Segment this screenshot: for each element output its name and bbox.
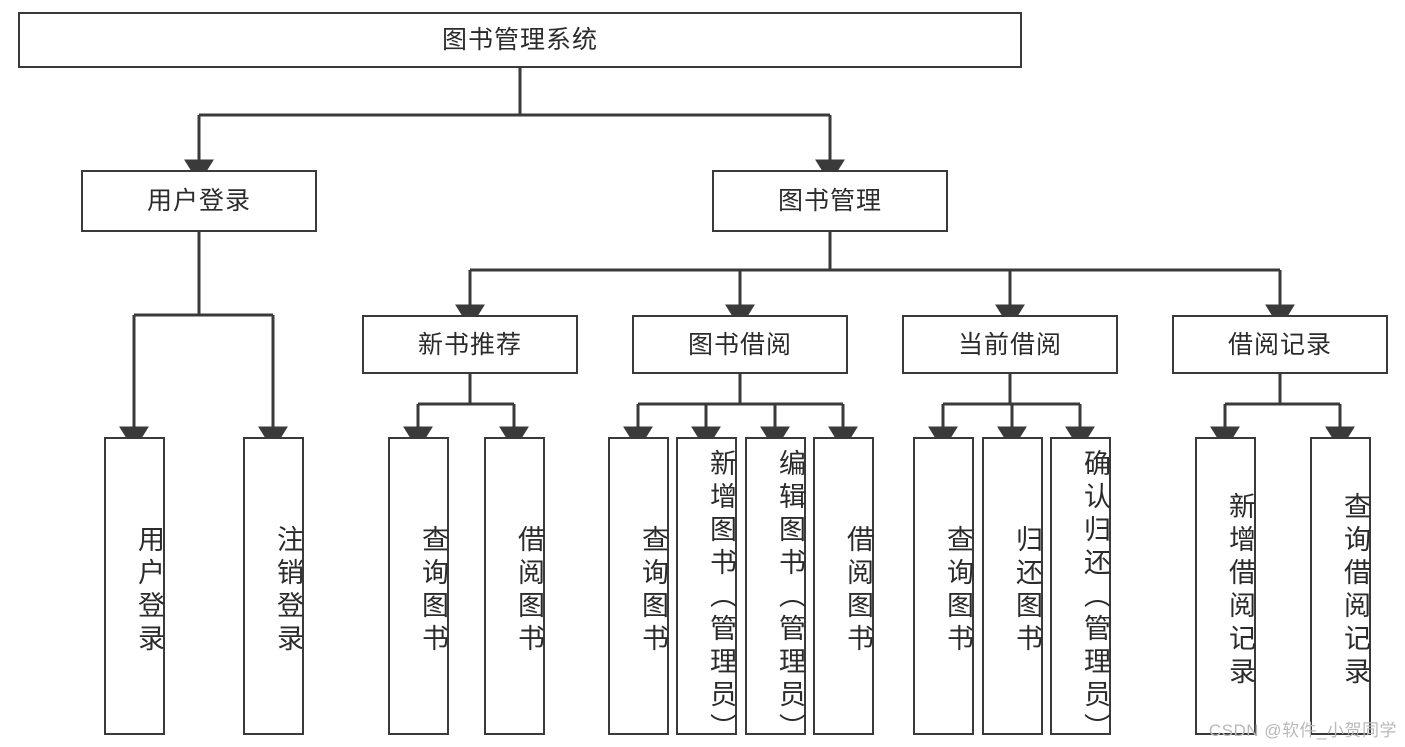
node-leaf-edit-book-admin[interactable]: 编辑图书（管理员）	[745, 437, 806, 746]
node-user-login[interactable]: 用户登录	[81, 170, 317, 232]
node-label: 新增图书（管理员）	[706, 449, 736, 746]
node-label: 图书管理系统	[441, 26, 598, 54]
node-label: 图书借阅	[687, 330, 792, 359]
node-leaf-add-book-admin[interactable]: 新增图书（管理员）	[676, 437, 737, 746]
node-root-book-management-system[interactable]: 图书管理系统	[18, 12, 1022, 68]
node-label: 归还图书	[1012, 525, 1042, 657]
node-label: 注销登录	[273, 525, 303, 657]
node-label: 图书管理	[777, 187, 882, 215]
node-label: 查询图书	[418, 525, 448, 657]
node-leaf-borrow-book[interactable]: 借阅图书	[813, 437, 874, 735]
node-label: 借阅图书	[843, 525, 873, 657]
node-new-book-recommend[interactable]: 新书推荐	[362, 315, 578, 374]
node-label: 新增借阅记录	[1225, 492, 1255, 690]
node-leaf-query-book-borrow[interactable]: 查询图书	[608, 437, 669, 735]
node-leaf-logout[interactable]: 注销登录	[243, 437, 304, 735]
watermark-text: CSDN @软件_小贺同学	[1208, 721, 1397, 740]
node-label: 用户登录	[146, 187, 251, 215]
node-leaf-borrow-book-recommend[interactable]: 借阅图书	[484, 437, 545, 735]
node-leaf-confirm-return-admin[interactable]: 确认归还（管理员）	[1050, 437, 1111, 746]
node-leaf-query-borrow-record[interactable]: 查询借阅记录	[1310, 437, 1371, 735]
node-current-borrow[interactable]: 当前借阅	[902, 315, 1118, 374]
node-leaf-return-book[interactable]: 归还图书	[982, 437, 1043, 735]
node-label: 当前借阅	[957, 330, 1062, 359]
node-book-borrow[interactable]: 图书借阅	[632, 315, 848, 374]
node-leaf-user-login[interactable]: 用户登录	[104, 437, 165, 735]
node-borrow-record[interactable]: 借阅记录	[1172, 315, 1388, 374]
node-label: 查询图书	[638, 525, 668, 657]
node-label: 借阅图书	[514, 525, 544, 657]
node-label: 新书推荐	[417, 330, 522, 359]
node-leaf-query-book-recommend[interactable]: 查询图书	[388, 437, 449, 735]
node-book-management[interactable]: 图书管理	[712, 170, 948, 232]
node-label: 借阅记录	[1227, 330, 1332, 359]
node-leaf-add-borrow-record[interactable]: 新增借阅记录	[1195, 437, 1256, 735]
node-label: 查询借阅记录	[1340, 492, 1370, 690]
node-label: 查询图书	[943, 525, 973, 657]
node-label: 确认归还（管理员）	[1080, 449, 1110, 746]
node-leaf-query-book-current[interactable]: 查询图书	[913, 437, 974, 735]
node-label: 用户登录	[134, 525, 164, 657]
node-label: 编辑图书（管理员）	[775, 449, 805, 746]
